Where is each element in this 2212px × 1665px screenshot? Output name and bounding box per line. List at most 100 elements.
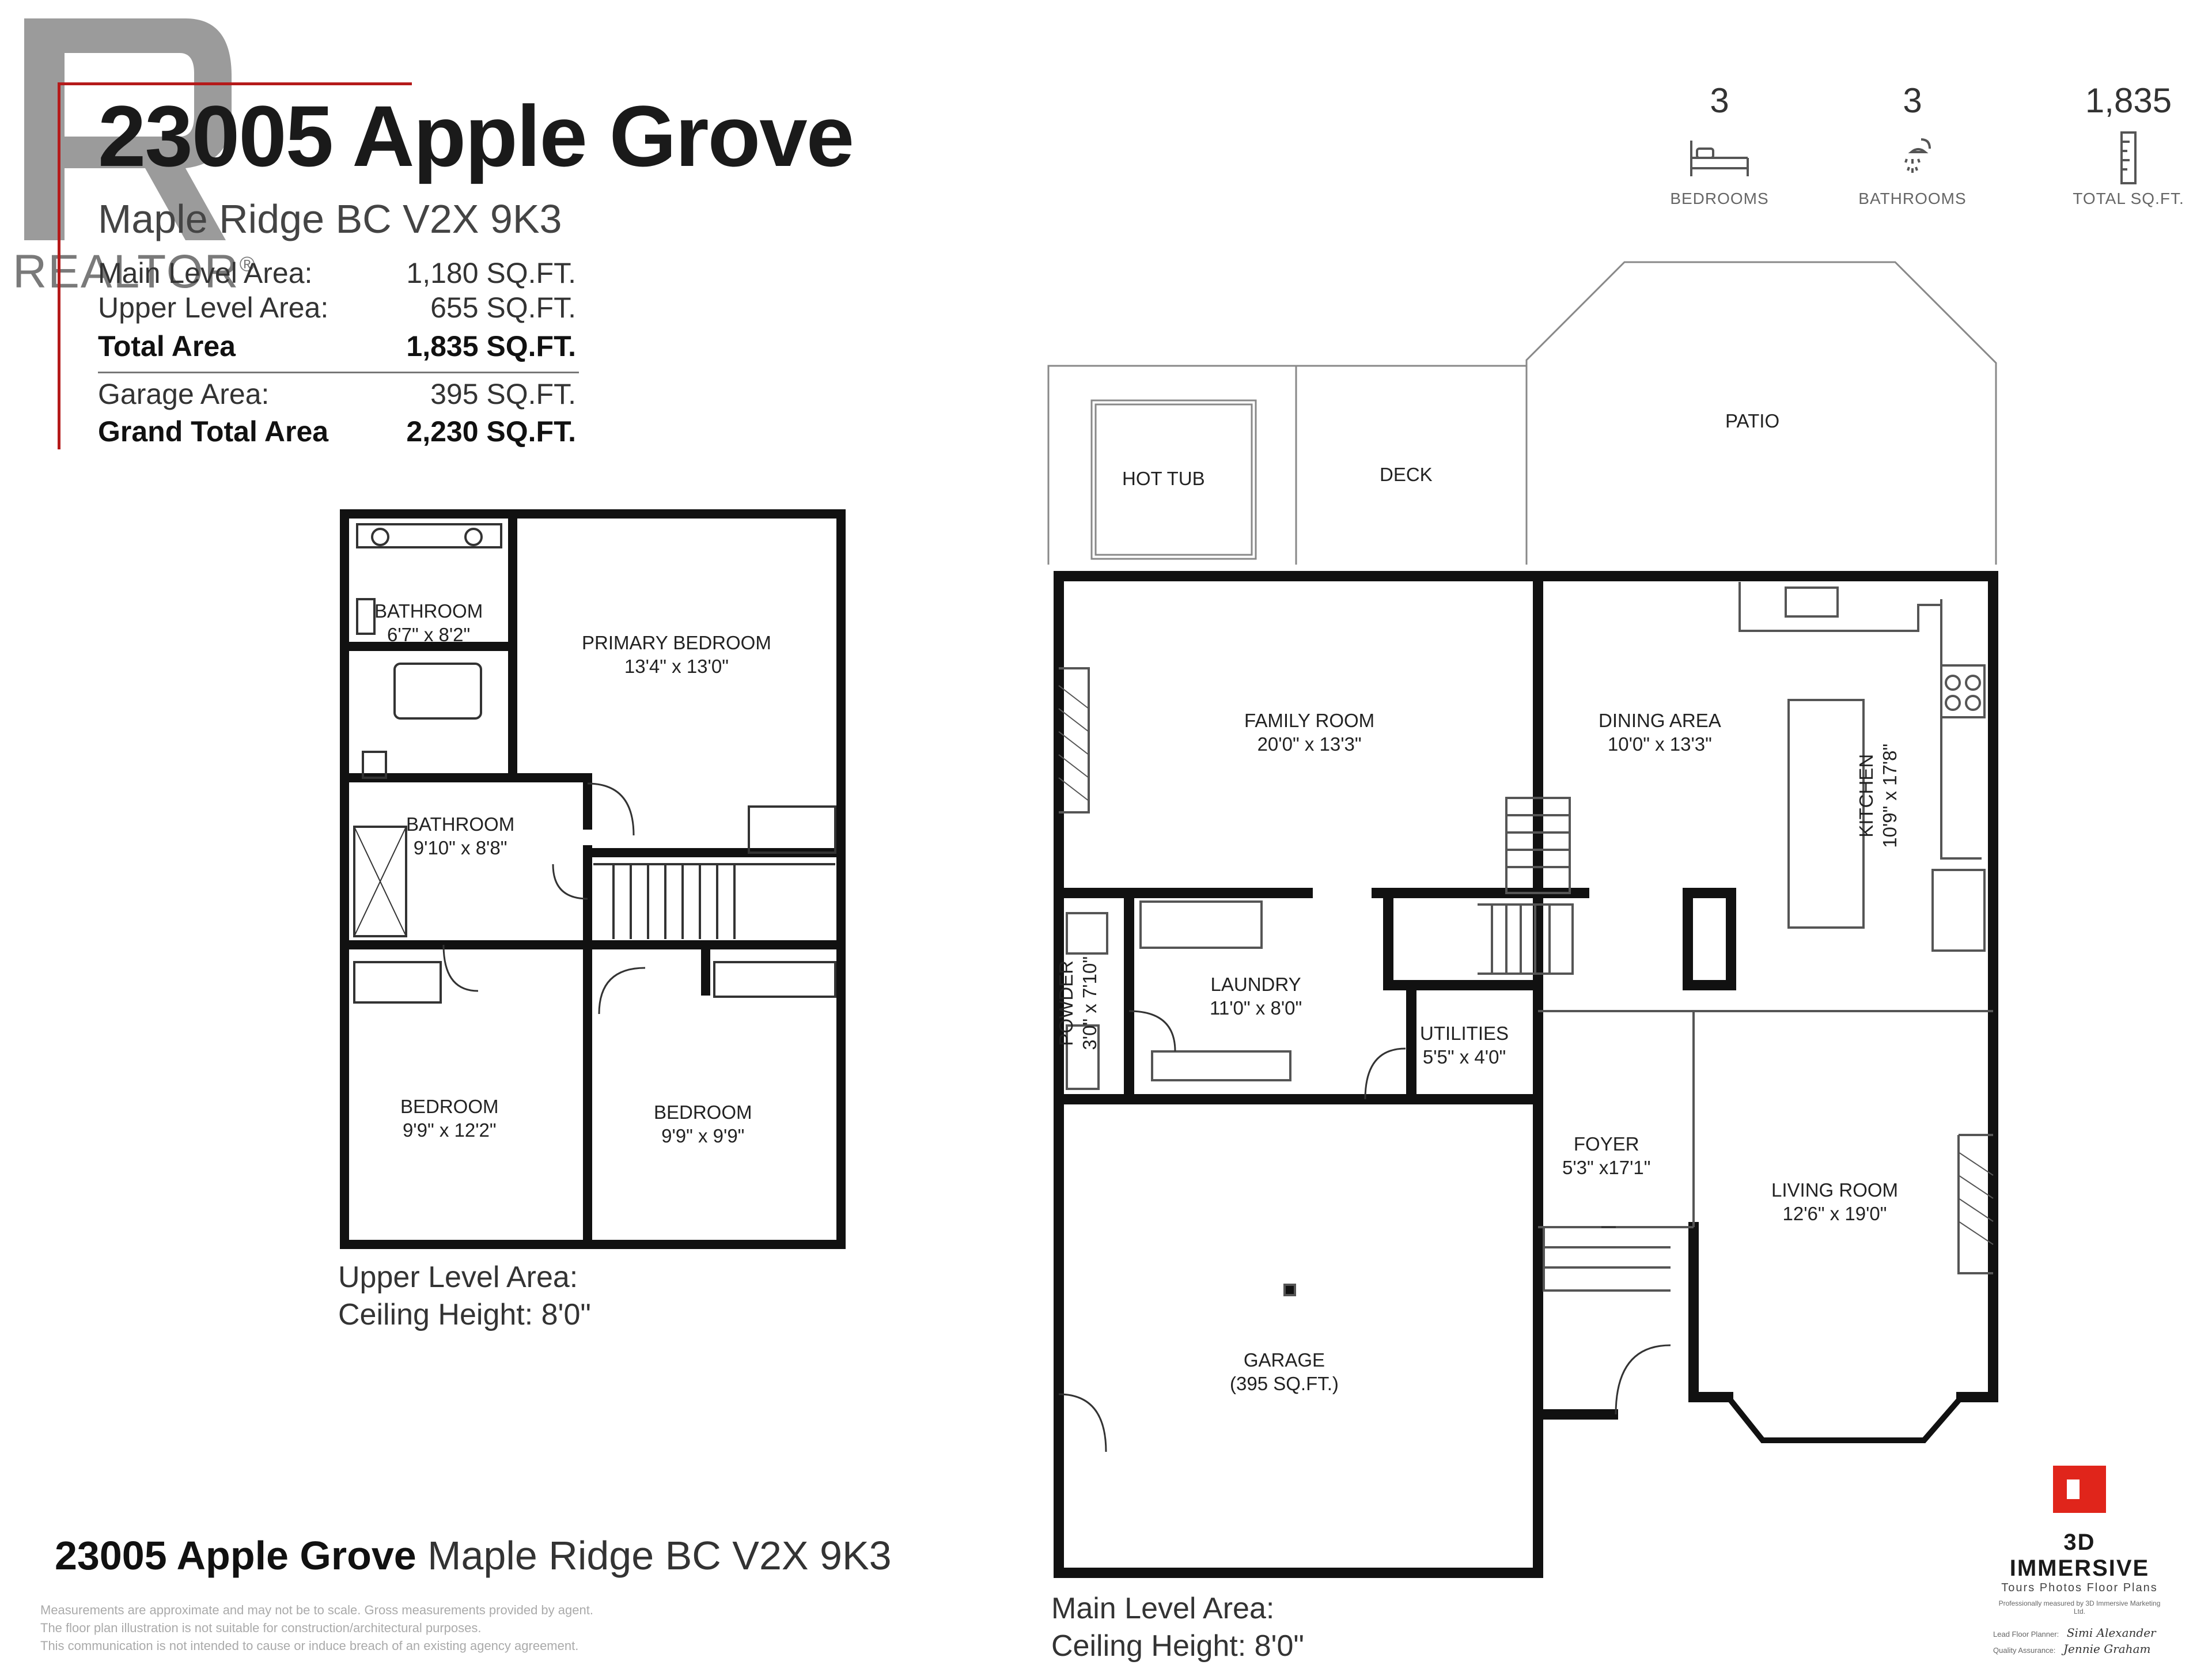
main-doors (1058, 1010, 1671, 1452)
room-dimensions: 5'5" x 4'0" (1422, 1046, 1506, 1068)
area-divider (98, 372, 579, 373)
room-deck: DECK (1380, 463, 1433, 486)
caption-line: Upper Level Area: (338, 1261, 578, 1294)
main-walls (1054, 571, 1998, 1578)
stat-value: 3 (1903, 81, 1922, 120)
brand-planner: Lead Floor Planner: Simi Alexander (1993, 1626, 2166, 1640)
room-dimensions: 13'4" x 13'0" (624, 656, 729, 678)
realtor-watermark: REALTOR® (13, 245, 256, 299)
bay-window (1726, 1395, 1964, 1443)
upper-level-plan (340, 509, 846, 1249)
disclaimer-line: Measurements are approximate and may not… (40, 1603, 593, 1617)
room-name: BATHROOM (374, 600, 483, 622)
area-label: Grand Total Area (98, 415, 329, 448)
realtor-text: REALTOR (13, 245, 240, 298)
planner-signature: Simi Alexander (2066, 1626, 2156, 1640)
room-garage: GARAGE (395 SQ.FT.) (1230, 1348, 1339, 1396)
room-dimensions: 10'9" x 17'8" (1879, 743, 1901, 848)
room-powder: POWDER 3'0" x 7'10" (1054, 956, 1102, 1050)
stat-bathrooms: 3 BATHROOMS (1826, 81, 1999, 208)
stat-label: BATHROOMS (1858, 190, 1967, 207)
room-name: FOYER (1573, 1133, 1639, 1155)
room-name: POWDER (1055, 960, 1077, 1046)
room-primary-bedroom: PRIMARY BEDROOM 13'4" x 13'0" (582, 631, 771, 679)
planner-label: Lead Floor Planner: (1993, 1630, 2059, 1638)
room-dining-area: DINING AREA 10'0" x 13'3" (1599, 709, 1721, 756)
stat-total-sqft: 1,835 TOTAL SQ.FT. (2042, 81, 2212, 208)
main-level-caption: Main Level Area: Ceiling Height: 8'0" (1051, 1590, 1304, 1665)
stat-label: TOTAL SQ.FT. (2073, 190, 2184, 207)
stat-bedrooms: 3 BEDROOMS (1633, 81, 1806, 208)
stat-value: 1,835 (2085, 81, 2172, 120)
upper-interior (353, 523, 836, 1004)
area-value: 2,230 SQ.FT. (406, 415, 576, 448)
room-bathroom-upper-1: BATHROOM 6'7" x 8'2" (374, 599, 483, 647)
footer-street: 23005 Apple Grove (55, 1533, 416, 1578)
accent-line-top (58, 82, 412, 85)
room-name: PRIMARY BEDROOM (582, 632, 771, 653)
room-dimensions: 9'10" x 8'8" (413, 837, 507, 859)
room-name: DECK (1380, 464, 1433, 485)
room-dimensions: 20'0" x 13'3" (1257, 733, 1362, 755)
brand-name: 3D IMMERSIVE (2009, 1530, 2150, 1581)
room-patio: PATIO (1725, 409, 1779, 433)
area-label: Garage Area: (98, 378, 270, 410)
room-laundry: LAUNDRY 11'0" x 8'0" (1210, 972, 1302, 1020)
room-name: UTILITIES (1420, 1023, 1509, 1044)
room-dimensions: 9'9" x 12'2" (402, 1119, 497, 1141)
brand-tagline: Tours Photos Floor Plans (2001, 1581, 2158, 1594)
room-dimensions: 11'0" x 8'0" (1210, 997, 1302, 1019)
upper-doors (442, 782, 646, 1015)
registered-mark: ® (239, 252, 256, 276)
area-value: 1,180 SQ.FT. (406, 257, 576, 289)
room-dimensions: 5'3" x17'1" (1562, 1157, 1651, 1179)
area-label: Total Area (98, 330, 236, 362)
page-title: 23005 Apple Grove (98, 88, 854, 184)
main-windows (1184, 574, 1898, 578)
main-interior (1058, 582, 1994, 1296)
room-dimensions: 10'0" x 13'3" (1607, 733, 1712, 755)
qa-label: Quality Assurance: (1993, 1646, 2056, 1655)
qa-signature: Jennie Graham (2063, 1642, 2151, 1656)
accent-line-left (58, 84, 60, 449)
room-dimensions: 6'7" x 8'2" (387, 624, 471, 646)
realtor-logo (24, 18, 232, 240)
area-label: Upper Level Area: (98, 292, 329, 324)
disclaimer: Measurements are approximate and may not… (40, 1602, 593, 1655)
room-name: DINING AREA (1599, 710, 1721, 731)
stat-label: BEDROOMS (1670, 190, 1769, 207)
area-label: Main Level Area: (98, 257, 313, 289)
footer-address: 23005 Apple Grove Maple Ridge BC V2X 9K3 (55, 1532, 892, 1579)
room-name: PATIO (1725, 410, 1780, 432)
brand-credit: Professionally measured by 3D Immersive … (1998, 1599, 2161, 1615)
outdoor-outline (1047, 261, 1997, 565)
room-name: LAUNDRY (1210, 974, 1301, 995)
room-name: HOT TUB (1122, 468, 1205, 489)
caption-line: Ceiling Height: 8'0" (1051, 1629, 1304, 1663)
upper-windows (409, 512, 824, 1246)
room-hot-tub: HOT TUB (1122, 467, 1205, 490)
area-value: 395 SQ.FT. (430, 378, 576, 410)
room-dimensions: 12'6" x 19'0" (1782, 1203, 1887, 1225)
brand-logo-icon (2053, 1466, 2106, 1513)
room-name: FAMILY ROOM (1244, 710, 1375, 731)
room-name: BEDROOM (400, 1096, 499, 1117)
caption-line: Main Level Area: (1051, 1592, 1275, 1625)
room-name: BEDROOM (654, 1102, 752, 1123)
upper-level-caption: Upper Level Area: Ceiling Height: 8'0" (338, 1259, 591, 1334)
brand-qa: Quality Assurance: Jennie Graham (1993, 1642, 2166, 1656)
room-bedroom-1: BEDROOM 9'9" x 12'2" (400, 1095, 499, 1142)
room-name: GARAGE (1243, 1349, 1325, 1371)
area-value: 655 SQ.FT. (430, 292, 576, 324)
room-foyer: FOYER 5'3" x17'1" (1562, 1132, 1650, 1180)
room-bedroom-2: BEDROOM 9'9" x 9'9" (654, 1100, 752, 1148)
room-bathroom-upper-2: BATHROOM 9'10" x 8'8" (406, 812, 514, 860)
room-dimensions: 3'0" x 7'10" (1079, 956, 1101, 1050)
room-kitchen: KITCHEN 10'9" x 17'8" (1854, 744, 1902, 848)
disclaimer-line: This communication is not intended to ca… (40, 1638, 579, 1653)
bed-icon (1633, 126, 1806, 190)
area-value: 1,835 SQ.FT. (406, 330, 576, 362)
room-name: BATHROOM (406, 813, 515, 835)
brand-block: 3D IMMERSIVE Tours Photos Floor Plans Pr… (1993, 1463, 2166, 1656)
page-subtitle: Maple Ridge BC V2X 9K3 (98, 196, 562, 241)
